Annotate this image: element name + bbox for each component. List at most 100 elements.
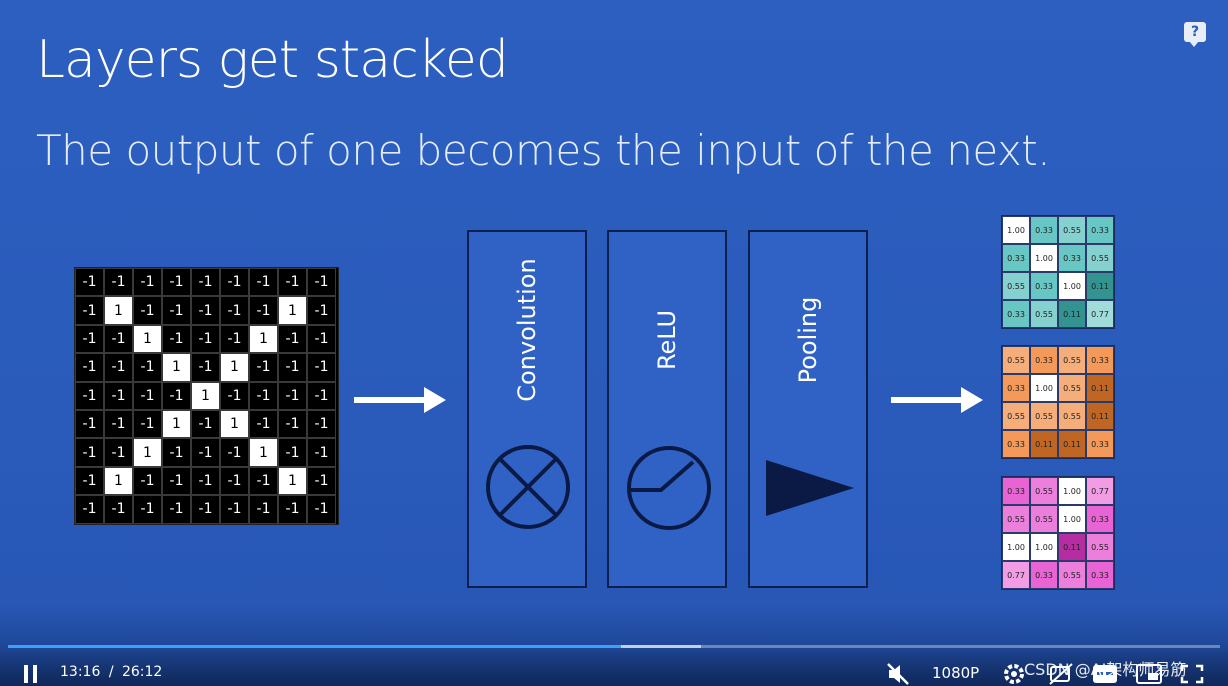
input-cell: 1 [104, 296, 133, 325]
danmaku-off-icon[interactable] [1048, 662, 1074, 686]
feature-cell: 0.11 [1058, 533, 1086, 561]
feature-cell: 0.55 [1030, 505, 1058, 533]
input-cell: -1 [307, 409, 336, 439]
input-cell: -1 [191, 296, 220, 325]
relu-curve-icon [627, 446, 711, 530]
feature-cell: 0.33 [1002, 477, 1030, 505]
input-cell: -1 [278, 381, 307, 410]
input-cell: -1 [307, 466, 336, 496]
arrow-right-icon [891, 387, 983, 413]
input-cell: -1 [75, 409, 104, 439]
mute-icon[interactable] [886, 662, 912, 686]
input-cell: -1 [75, 353, 104, 382]
input-cell: -1 [191, 466, 220, 496]
input-cell: -1 [220, 466, 249, 496]
input-cell: -1 [75, 324, 104, 354]
feature-cell: 0.33 [1086, 561, 1114, 589]
input-cell: -1 [104, 409, 133, 439]
feature-cell: 0.33 [1058, 244, 1086, 272]
feature-cell: 0.33 [1086, 216, 1114, 244]
input-cell: -1 [191, 324, 220, 354]
input-cell: 1 [278, 296, 307, 325]
input-cell: -1 [133, 495, 162, 524]
input-cell: -1 [220, 268, 249, 297]
feature-cell: 1.00 [1002, 533, 1030, 561]
input-cell: -1 [220, 381, 249, 410]
input-cell: -1 [133, 268, 162, 297]
input-cell: 1 [249, 324, 278, 354]
feature-cell: 0.33 [1030, 272, 1058, 300]
input-cell: 1 [249, 438, 278, 467]
feature-cell: 0.33 [1030, 561, 1058, 589]
feature-cell: 0.55 [1002, 272, 1030, 300]
feature-cell: 0.55 [1058, 216, 1086, 244]
pip-icon[interactable] [1136, 664, 1162, 684]
input-cell: 1 [133, 438, 162, 467]
progress-fill [8, 645, 621, 648]
input-cell: -1 [191, 353, 220, 382]
input-cell: -1 [104, 438, 133, 467]
input-cell: -1 [104, 324, 133, 354]
input-cell: -1 [307, 381, 336, 410]
player-controls [0, 644, 1228, 686]
feature-cell: 0.33 [1002, 430, 1030, 458]
feature-cell: 0.55 [1058, 561, 1086, 589]
feature-cell: 1.00 [1030, 533, 1058, 561]
feature-cell: 0.11 [1058, 300, 1086, 328]
feature-cell: 0.55 [1002, 505, 1030, 533]
feature-cell: 0.55 [1058, 402, 1086, 430]
input-cell: -1 [162, 381, 191, 410]
feature-cell: 0.55 [1086, 244, 1114, 272]
input-cell: -1 [133, 409, 162, 439]
input-cell: 1 [133, 324, 162, 354]
slide-title: Layers get stacked [36, 30, 509, 90]
feature-cell: 0.33 [1002, 244, 1030, 272]
feature-cell: 0.11 [1058, 430, 1086, 458]
input-cell: 1 [220, 353, 249, 382]
feature-cell: 1.00 [1058, 477, 1086, 505]
feature-cell: 0.55 [1030, 402, 1058, 430]
settings-icon[interactable] [1002, 662, 1026, 686]
input-cell: -1 [278, 409, 307, 439]
input-cell: -1 [220, 324, 249, 354]
input-cell: -1 [75, 296, 104, 325]
input-cell: -1 [249, 495, 278, 524]
input-cell: -1 [75, 381, 104, 410]
input-cell: -1 [278, 353, 307, 382]
feature-cell: 0.33 [1086, 430, 1114, 458]
input-cell: -1 [249, 353, 278, 382]
feature-cell: 0.33 [1030, 346, 1058, 374]
help-icon[interactable]: ? [1184, 22, 1206, 47]
input-cell: 1 [162, 409, 191, 439]
input-cell: -1 [307, 438, 336, 467]
fullscreen-icon[interactable] [1180, 664, 1204, 684]
subtitle-icon[interactable] [1092, 664, 1118, 684]
feature-cell: 0.11 [1086, 374, 1114, 402]
arrow-right-icon [354, 387, 446, 413]
input-cell: 1 [104, 466, 133, 496]
quality-button[interactable]: 1080P [932, 664, 980, 682]
feature-cell: 1.00 [1058, 272, 1086, 300]
input-cell: -1 [162, 495, 191, 524]
time-separator: / [108, 664, 114, 680]
layer-box-convolution: Convolution [467, 230, 587, 588]
pause-icon[interactable] [22, 664, 40, 684]
feature-cell: 0.55 [1002, 402, 1030, 430]
input-cell: -1 [75, 438, 104, 467]
time-display: 13:16 / 26:12 [60, 664, 162, 680]
input-cell: -1 [249, 409, 278, 439]
input-cell: -1 [278, 438, 307, 467]
progress-buffer [621, 645, 701, 648]
feature-cell: 0.33 [1030, 216, 1058, 244]
input-cell: 1 [162, 353, 191, 382]
input-cell: -1 [307, 495, 336, 524]
current-time: 13:16 [60, 664, 101, 680]
slide-subtitle: The output of one becomes the input of t… [36, 126, 1051, 175]
layer-box-relu: ReLU [607, 230, 727, 588]
input-cell: -1 [249, 381, 278, 410]
input-cell: -1 [307, 268, 336, 297]
input-cell: -1 [162, 268, 191, 297]
input-cell: -1 [133, 381, 162, 410]
